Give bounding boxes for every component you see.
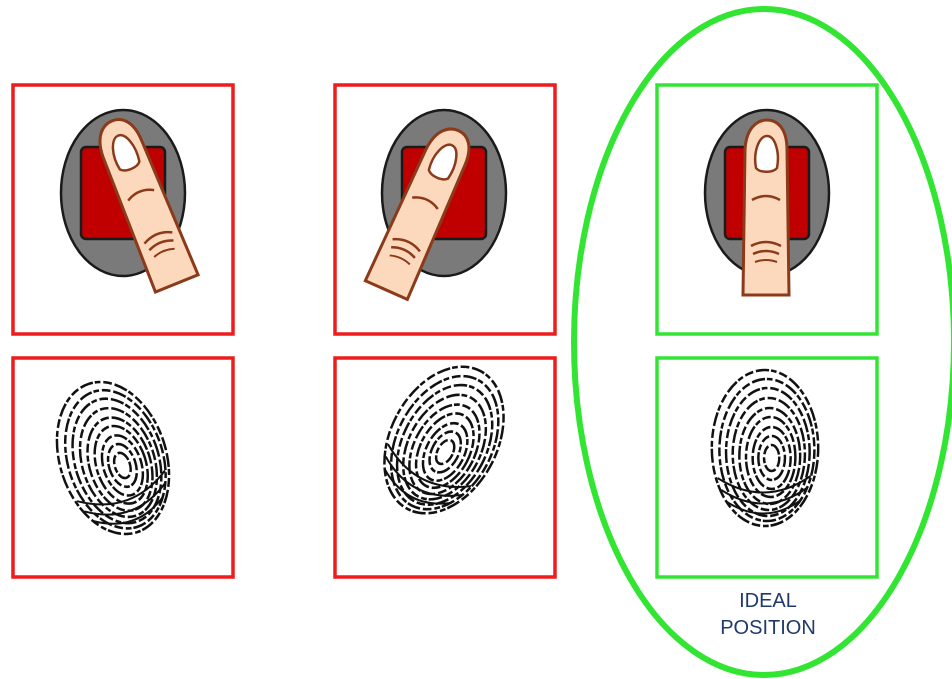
caption-line-1: IDEAL	[739, 590, 797, 612]
panel-finger-tilted-left	[333, 83, 557, 336]
incorrect-frame	[333, 356, 557, 579]
panel-finger-tilted-right	[11, 83, 235, 336]
panel-print-tilted-right	[11, 356, 235, 579]
finger-icon	[741, 118, 791, 297]
caption-line-2: POSITION	[720, 617, 816, 639]
incorrect-frame	[11, 356, 235, 579]
ideal-position-caption: IDEAL POSITION	[700, 588, 836, 642]
panel-finger-centered	[655, 83, 879, 336]
panel-print-tilted-left	[333, 344, 557, 579]
highlight-ellipse	[571, 6, 952, 678]
panel-print-centered	[655, 356, 879, 579]
